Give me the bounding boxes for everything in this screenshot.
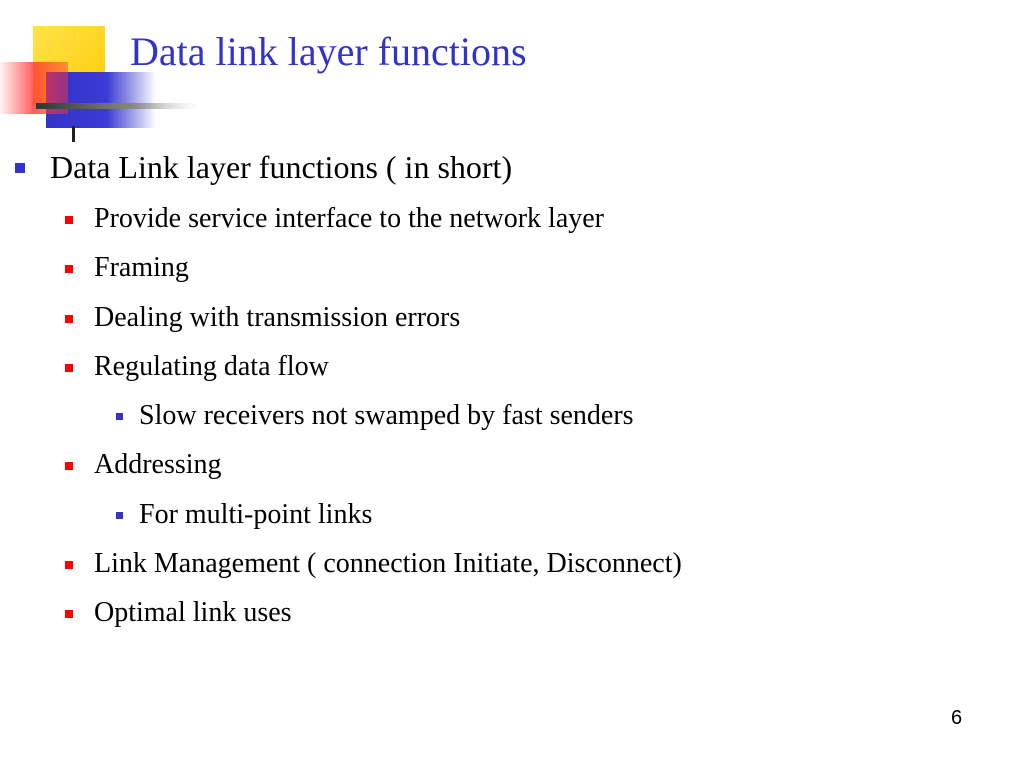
bullet-text: Dealing with transmission errors [94,302,461,333]
bullet-text: Provide service interface to the network… [94,203,605,234]
square-bullet-icon [65,561,73,569]
slide-number: 6 [951,707,963,729]
square-bullet-icon [65,265,73,273]
bullet-item-level-0: Data Link layer functions ( in short) [15,149,513,185]
bullet-item-level-1: Addressing [65,449,222,481]
square-bullet-icon [65,462,73,470]
square-bullet-icon [65,216,73,224]
bullet-item-level-2: Slow receivers not swamped by fast sende… [116,400,634,432]
bullet-text: Link Management ( connection Initiate, D… [94,548,682,579]
bullet-item-level-1: Provide service interface to the network… [65,203,605,235]
square-bullet-icon [116,512,123,519]
bullet-text: Framing [94,252,189,283]
bullet-text: Slow receivers not swamped by fast sende… [139,400,634,431]
bullet-text: Data Link layer functions ( in short) [50,149,513,185]
bullet-item-level-1: Optimal link uses [65,597,292,629]
logo-gray-bar [36,103,198,109]
bullet-item-level-1: Framing [65,252,189,284]
bullet-item-level-1: Link Management ( connection Initiate, D… [65,548,682,580]
square-bullet-icon [65,364,73,372]
bullet-item-level-1: Regulating data flow [65,351,329,383]
square-bullet-icon [116,413,123,420]
bullet-item-level-2: For multi-point links [116,499,373,531]
bullet-text: Optimal link uses [94,597,292,628]
bullet-item-level-1: Dealing with transmission errors [65,302,461,334]
square-bullet-icon [65,315,73,323]
logo-vertical-tick [72,126,75,142]
bullet-text: Regulating data flow [94,351,329,382]
bullet-text: Addressing [94,449,222,480]
square-bullet-icon [15,163,25,173]
slide-title: Data link layer functions [130,29,527,74]
decorative-logo-graphic [0,26,198,142]
bullet-text: For multi-point links [139,499,373,530]
square-bullet-icon [65,610,73,618]
